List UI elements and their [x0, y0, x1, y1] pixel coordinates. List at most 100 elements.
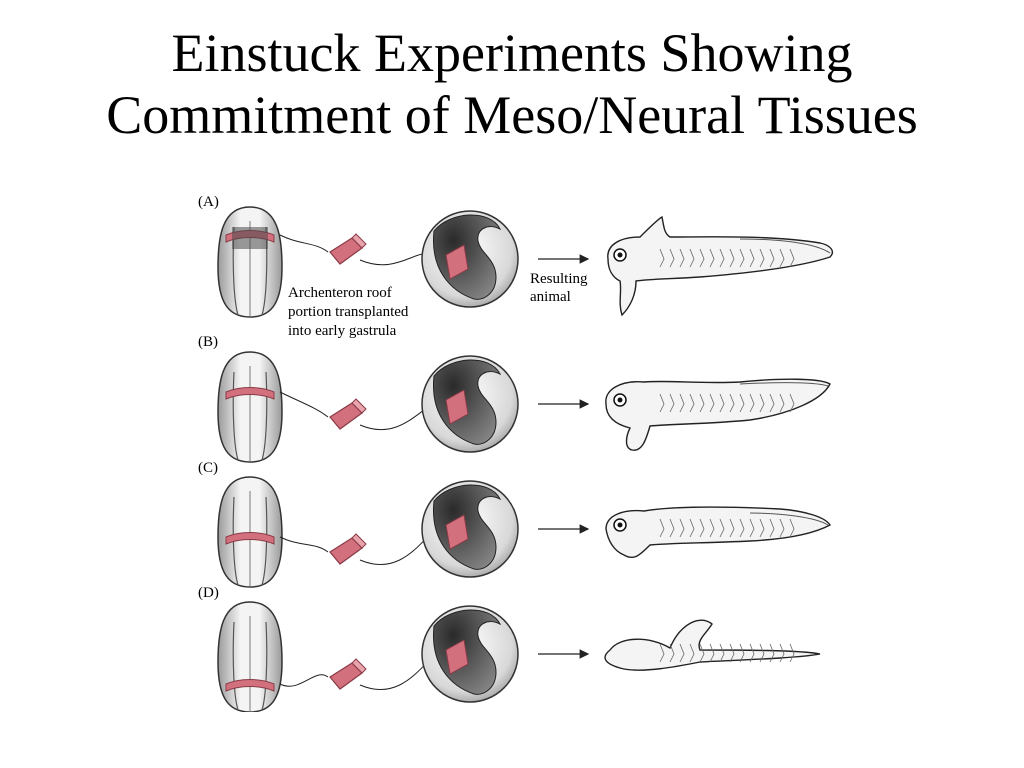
resulting-animal-d [604, 619, 821, 671]
donor-cut-region-c [225, 532, 275, 545]
donor-neural-fold-left-d [232, 621, 239, 711]
transfer-arrow-out-c [279, 536, 329, 553]
animal-somite-c [729, 518, 735, 538]
title-line-1: Einstuck Experiments Showing [171, 23, 853, 83]
animal-somite-a [689, 248, 695, 268]
transplant-annotation: Archenteron roof portion transplanted in… [288, 285, 409, 339]
donor-embryo-a [217, 206, 283, 318]
animal-somite-c [659, 518, 665, 538]
animal-somite-b [659, 393, 665, 413]
animal-somite-d [779, 643, 785, 663]
result-label-line-2: animal [530, 289, 571, 305]
excised-piece-edge-c [351, 533, 367, 549]
animal-somite-a [779, 248, 785, 268]
host-graft-a [445, 244, 469, 280]
result-label-line-1: Resulting [530, 271, 588, 287]
donor-neural-fold-left-c [232, 496, 239, 586]
animal-somite-b [729, 393, 735, 413]
animal-somite-a [719, 248, 725, 268]
donor-embryo-d [217, 601, 283, 712]
animal-somite-c [689, 518, 695, 538]
animal-body-d [604, 619, 821, 671]
animal-somite-d [769, 643, 775, 663]
donor-neural-fold-right-c [261, 496, 268, 586]
transfer-arrow-out-b [279, 391, 329, 418]
donor-embryo-b [217, 351, 283, 463]
animal-somite-d [789, 643, 795, 663]
panel-label-d: (D) [198, 585, 219, 601]
donor-neural-fold-right-d [261, 621, 268, 711]
animal-somite-d [669, 643, 675, 663]
host-graft-d [445, 639, 469, 675]
transfer-arrow-out-d [279, 674, 329, 687]
animal-somite-a [709, 248, 715, 268]
animal-somite-c [779, 518, 785, 538]
animal-somite-a [749, 248, 755, 268]
animal-somite-c [739, 518, 745, 538]
animal-somite-d [719, 643, 725, 663]
animal-somite-b [669, 393, 675, 413]
animal-somite-d [759, 643, 765, 663]
animal-somite-d [699, 643, 705, 663]
host-gastrula-c [421, 480, 519, 578]
annotation-line-1: Archenteron roof [288, 285, 392, 301]
animal-somite-d [659, 643, 665, 663]
animal-somite-d [729, 643, 735, 663]
animal-somite-c [749, 518, 755, 538]
panel-label-a: (A) [198, 194, 219, 210]
animal-somite-b [759, 393, 765, 413]
animal-somite-c [679, 518, 685, 538]
transfer-arrow-out-a [279, 234, 329, 253]
excised-piece-edge-a [351, 233, 367, 249]
resulting-animal-c [605, 506, 831, 559]
animal-somite-c [719, 518, 725, 538]
experiment-row-d [217, 601, 821, 712]
experiment-row-b [217, 351, 831, 463]
animal-somite-a [789, 248, 795, 268]
host-gastrula-b [421, 355, 519, 453]
resulting-animal-b [605, 378, 831, 451]
animal-somite-a [679, 248, 685, 268]
animal-somite-c [709, 518, 715, 538]
excised-piece-edge-d [351, 658, 367, 674]
animal-somite-c [669, 518, 675, 538]
animal-somite-b [719, 393, 725, 413]
host-graft-b [445, 389, 469, 425]
animal-somite-b [699, 393, 705, 413]
animal-somite-a [669, 248, 675, 268]
host-graft-c [445, 514, 469, 550]
donor-cut-region-b [225, 387, 275, 400]
animal-somite-c [699, 518, 705, 538]
donor-neural-fold-right-b [261, 371, 268, 461]
animal-somite-b [709, 393, 715, 413]
donor-cut-region-d [225, 679, 275, 692]
host-gastrula-a [421, 210, 519, 308]
animal-somite-c [759, 518, 765, 538]
donor-dark-roof-a [232, 227, 268, 249]
animal-pupil-a [617, 252, 623, 258]
animal-body-c [605, 506, 831, 559]
animal-somite-d [689, 643, 695, 663]
host-gastrula-d [421, 605, 519, 703]
animal-somite-d [679, 643, 685, 663]
donor-neural-fold-left-b [232, 371, 239, 461]
experiment-row-c [217, 476, 831, 588]
animal-somite-c [789, 518, 795, 538]
animal-somite-b [739, 393, 745, 413]
animal-somite-b [749, 393, 755, 413]
animal-somite-a [699, 248, 705, 268]
excised-piece-edge-b [351, 398, 367, 414]
animal-fin-line-b [739, 382, 829, 387]
animal-somite-b [779, 393, 785, 413]
result-annotation: Resulting animal [530, 271, 588, 305]
animal-somite-c [769, 518, 775, 538]
animal-somite-a [659, 248, 665, 268]
annotation-line-2: portion transplanted [288, 304, 409, 320]
animal-fin-line-c [749, 512, 829, 526]
animal-somite-b [679, 393, 685, 413]
animal-somite-a [739, 248, 745, 268]
einstuck-experiment-figure: (A) (B) (C) (D) Archenteron roof portion… [198, 194, 834, 712]
animal-somite-d [709, 643, 715, 663]
animal-somite-d [749, 643, 755, 663]
title-line-2: Commitment of Meso/Neural Tissues [106, 85, 918, 145]
